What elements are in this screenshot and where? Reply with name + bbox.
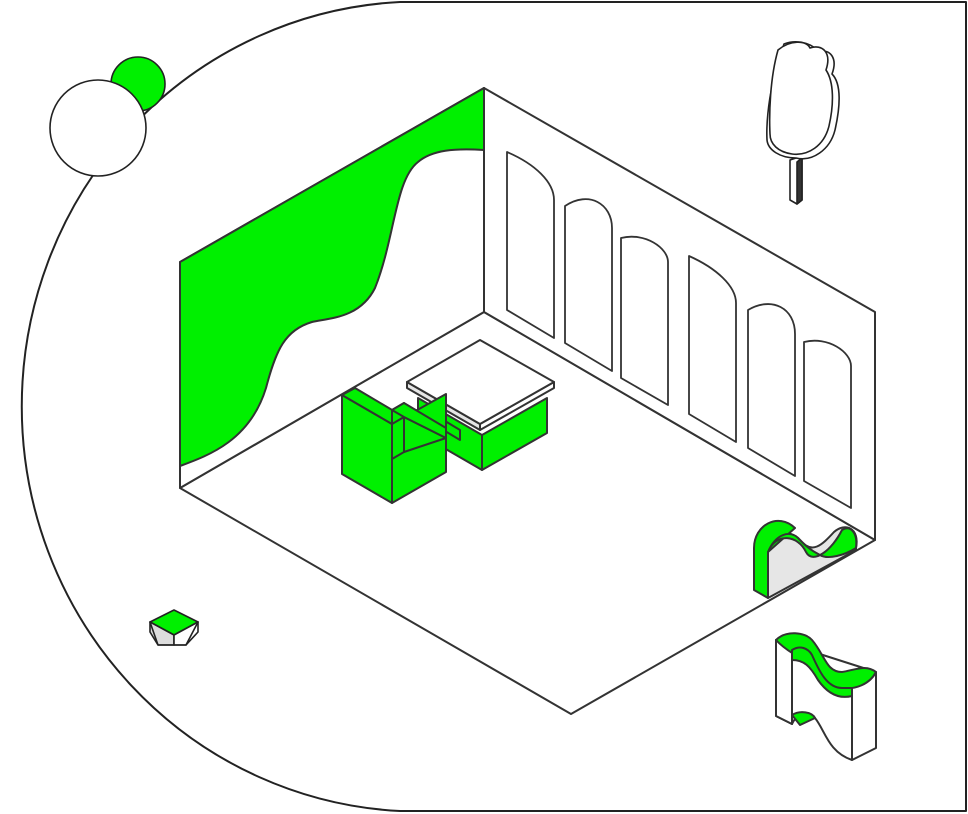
- arched-window: [564, 198, 613, 372]
- circle-icon: [49, 56, 166, 177]
- tree-icon: [766, 41, 840, 205]
- arched-windows: [506, 151, 852, 509]
- armchair-icon: [341, 387, 447, 504]
- arched-window: [688, 255, 737, 443]
- arched-window: [620, 235, 669, 406]
- cube-icon: [149, 609, 199, 646]
- planter-icon: [775, 632, 877, 761]
- wall-wave-mural: [179, 87, 485, 467]
- arched-window: [506, 151, 555, 339]
- planter-icon: [753, 519, 858, 599]
- arched-window: [747, 303, 796, 477]
- arched-window: [803, 339, 852, 509]
